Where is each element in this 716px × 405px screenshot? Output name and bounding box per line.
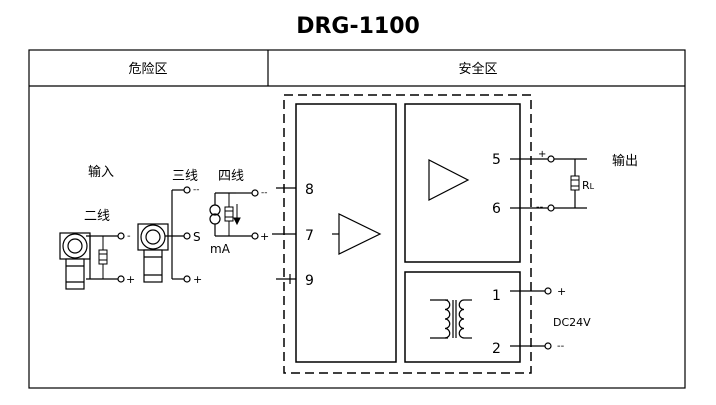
diagram-title: DRG-1100	[296, 14, 420, 39]
outer-frame	[28, 49, 686, 389]
terminal-5-label: 5	[492, 152, 501, 168]
four-wire-plus-sign: +	[260, 230, 269, 243]
three-wire-leads	[165, 189, 184, 280]
dc-plus-sign: +	[557, 285, 566, 298]
three-wire-s-label: S	[193, 230, 201, 244]
two-wire-terminals	[117, 232, 125, 283]
hazardous-zone-label: 危险区	[128, 62, 167, 77]
input-terminal-leads	[272, 187, 296, 284]
input-module-block	[295, 103, 397, 363]
ma-label: mA	[210, 242, 231, 256]
dc24v-label: DC24V	[553, 316, 591, 329]
two-wire-transmitter-icon	[59, 232, 118, 290]
three-wire-terminals	[183, 186, 191, 283]
output-label: 输出	[612, 153, 638, 169]
current-source-icon	[209, 192, 252, 237]
four-wire-minus-sign: --	[261, 188, 268, 198]
four-wire-terminals	[251, 189, 259, 240]
three-wire-minus-sign: --	[193, 185, 200, 195]
load-resistor-icon	[570, 175, 580, 191]
power-module-block	[404, 271, 521, 363]
terminal-8-label: 8	[305, 182, 314, 198]
two-wire-plus-sign: +	[126, 273, 135, 286]
terminal-7-label: 7	[305, 228, 314, 244]
two-wire-label: 二线	[84, 209, 110, 224]
input-amplifier-icon	[332, 213, 382, 255]
three-wire-transmitter-icon	[137, 223, 169, 283]
output-amplifier-icon	[428, 159, 470, 201]
terminal-2-label: 2	[492, 341, 501, 357]
output-minus-sign: --	[536, 202, 544, 213]
isolator-dashed-enclosure	[283, 94, 532, 374]
output-plus-sign: +	[538, 149, 546, 160]
transformer-icon	[430, 299, 472, 339]
terminal-6-label: 6	[492, 201, 501, 217]
safe-zone-label: 安全区	[458, 61, 497, 77]
two-wire-resistor-icon	[98, 236, 108, 279]
three-wire-label: 三线	[172, 169, 198, 184]
power-terminal-leads	[510, 287, 552, 350]
input-label: 输入	[88, 164, 114, 180]
terminal-9-label: 9	[305, 273, 314, 289]
load-resistor-label: RL	[582, 179, 595, 192]
terminal-1-label: 1	[492, 288, 501, 304]
two-wire-minus-sign: -	[127, 231, 131, 242]
four-wire-resistor-icon	[224, 193, 234, 236]
three-wire-plus-sign: +	[193, 273, 202, 286]
current-arrow-icon	[233, 204, 241, 226]
output-module-block	[404, 103, 521, 263]
dc-minus-sign: --	[557, 341, 565, 352]
four-wire-label: 四线	[218, 169, 244, 184]
